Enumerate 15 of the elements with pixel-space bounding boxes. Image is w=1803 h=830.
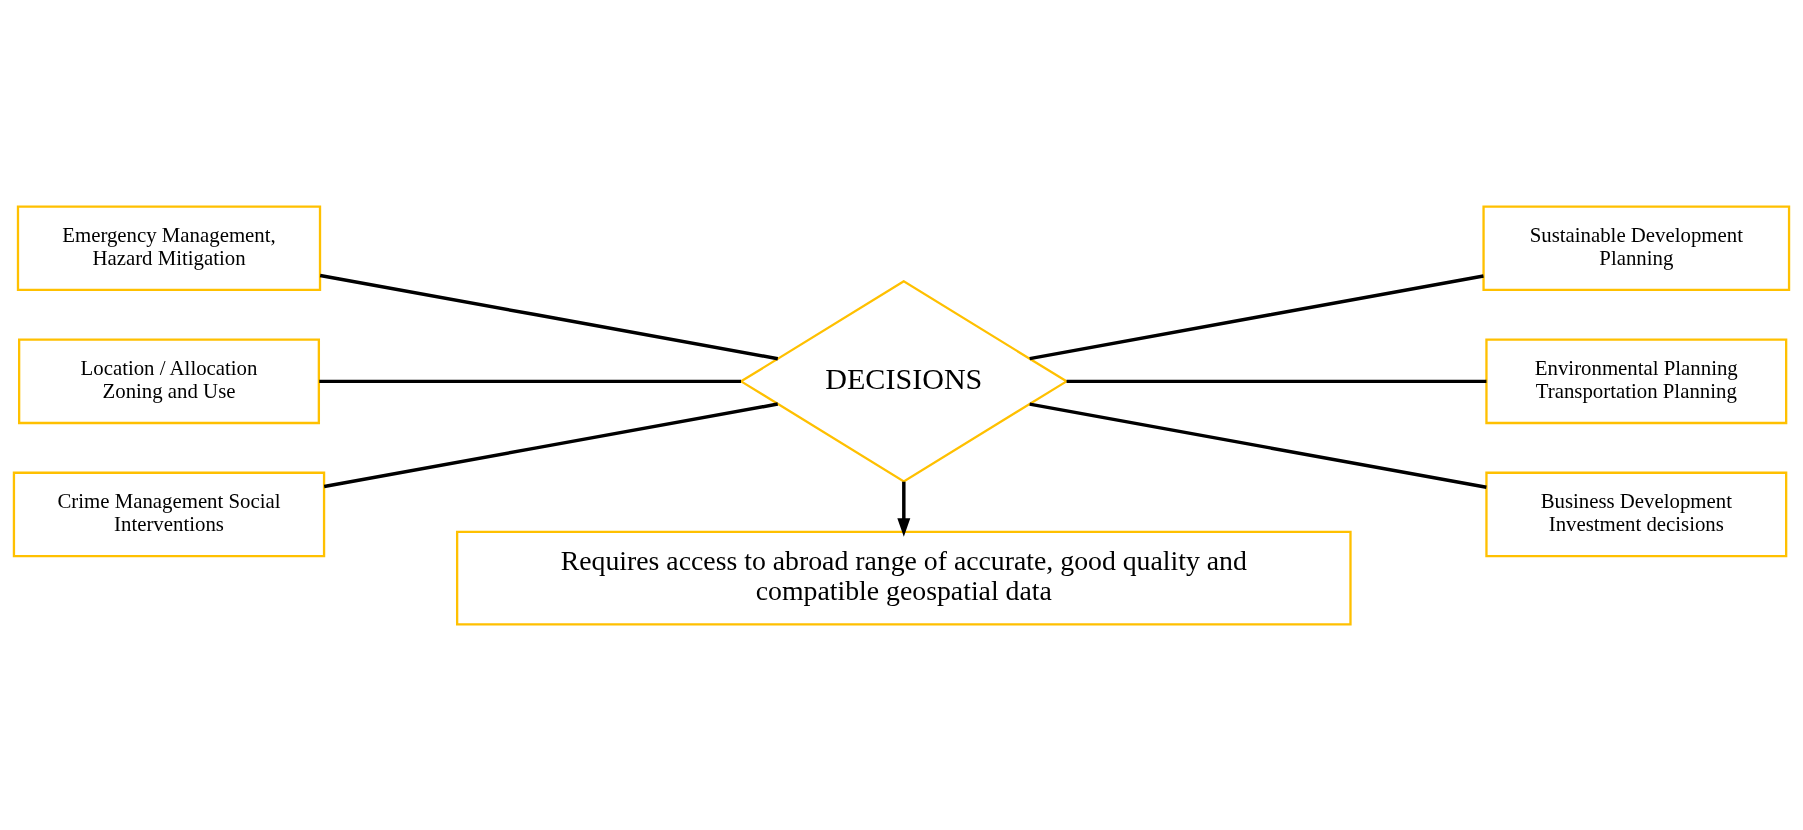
connector [323,401,779,488]
connector [1029,401,1487,489]
node-box: Environmental Planning Transportation Planning [1485,338,1788,424]
connector [1066,379,1487,383]
arrow [897,481,911,537]
node-box: Requires access to abroad range of accurate, good quality and compatible geospatial data [456,530,1352,626]
connector [319,273,779,360]
node-box: Sustainable Development Planning [1482,204,1791,291]
node-box: Crime Management Social Interventions [12,471,326,557]
node-box: Business Development Investment decisions [1485,471,1788,557]
connector [1029,273,1484,360]
node-box: Emergency Management, Hazard Mitigation [16,204,322,291]
connector [319,379,742,383]
node-diamond: DECISIONS [738,279,1069,483]
node-box: Location / Allocation Zoning and Use [18,338,320,424]
